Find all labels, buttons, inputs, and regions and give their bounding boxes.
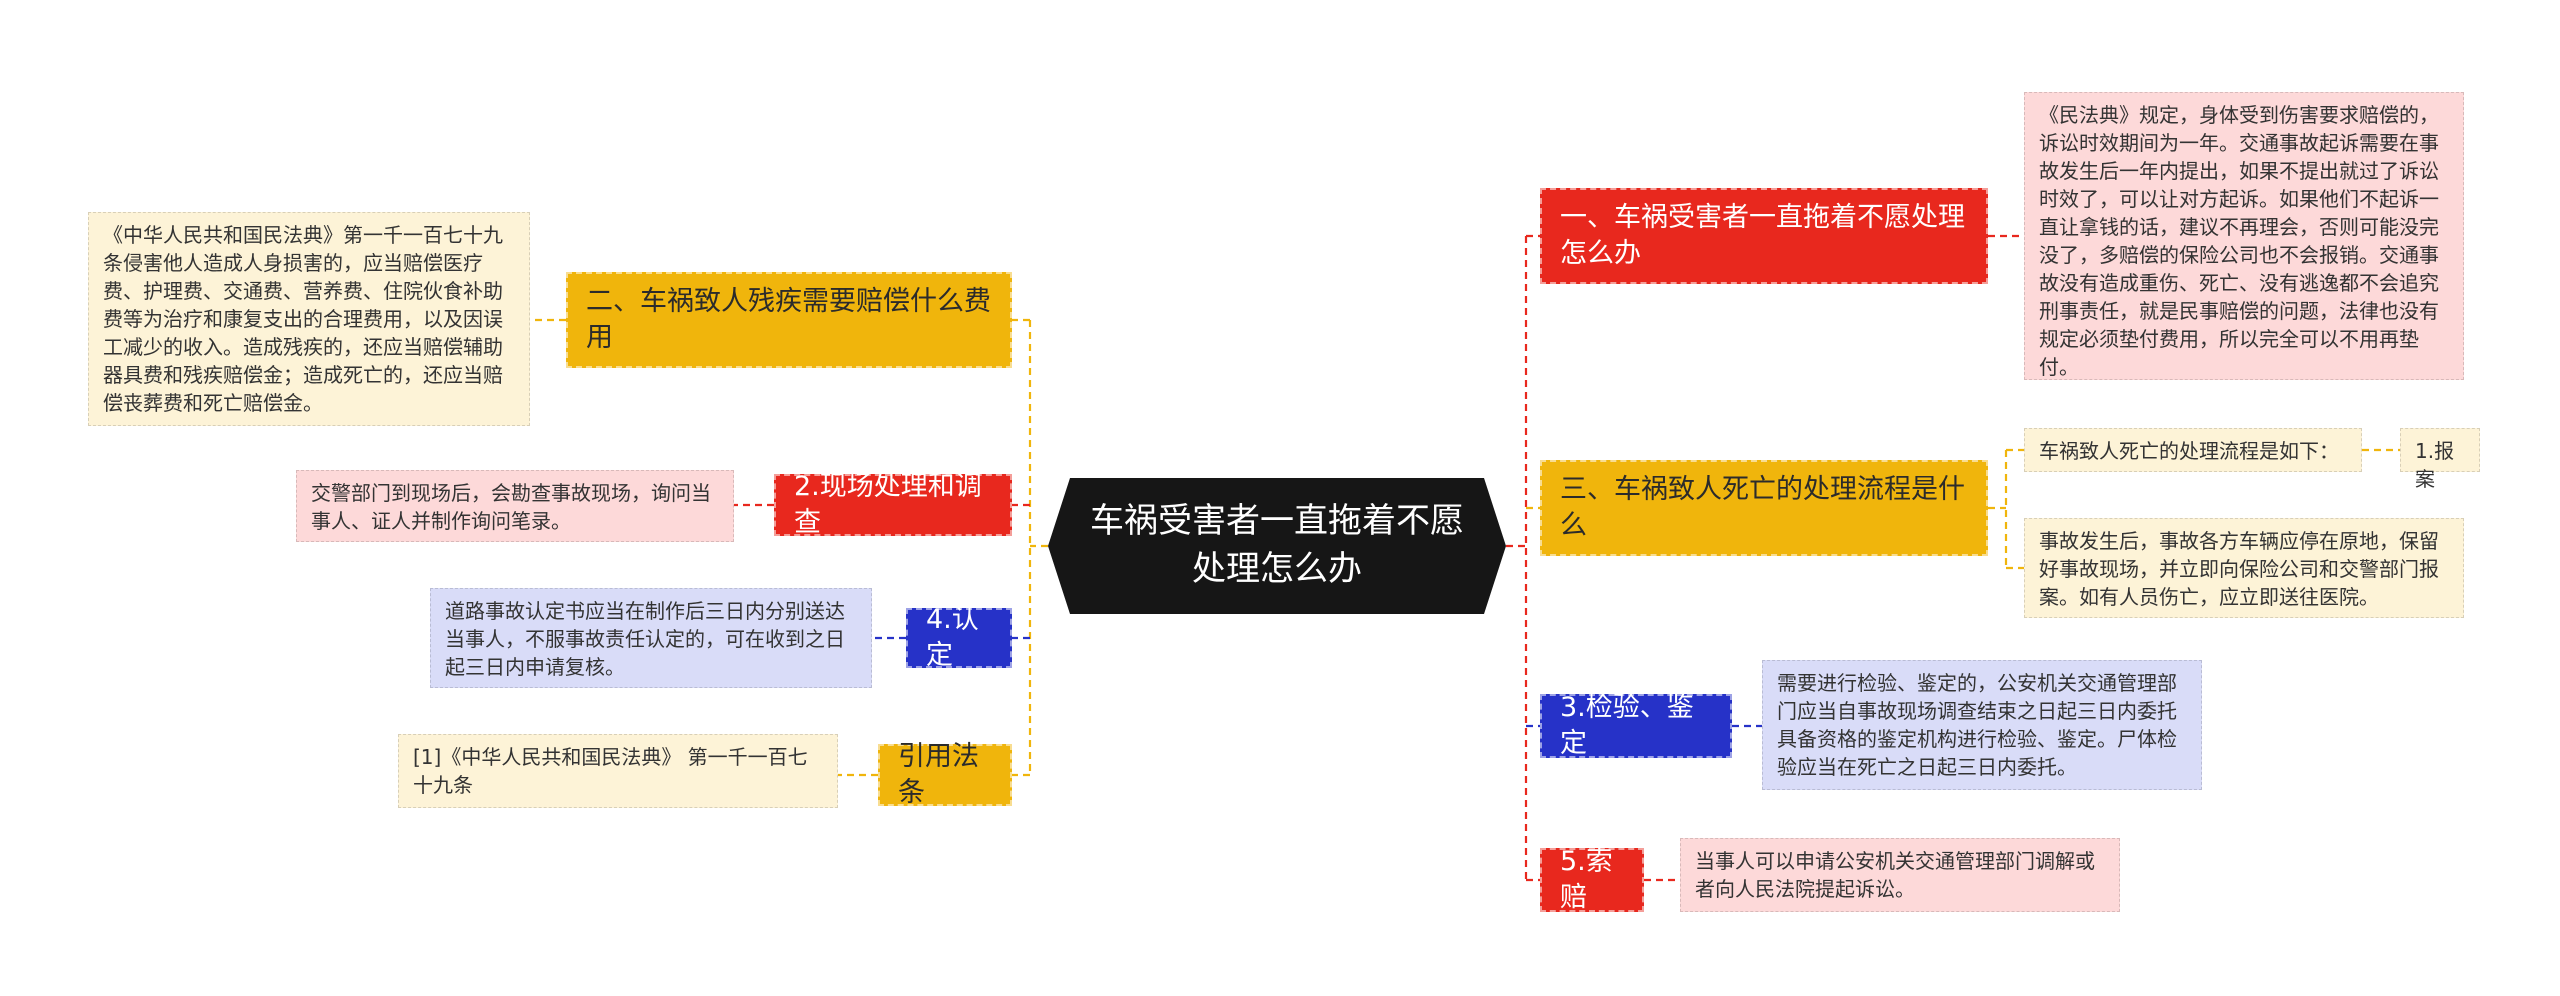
branch-inspection-appraisal[interactable]: 3.检验、鉴定: [1540, 692, 1732, 759]
note-text: 《民法典》规定，身体受到伤害要求赔偿的，诉讼时效期间为一年。交通事故起诉需要在事…: [2039, 103, 2439, 379]
central-topic[interactable]: 车祸受害者一直拖着不愿处理怎么办: [1048, 478, 1506, 614]
note-text: 事故发生后，事故各方车辆应停在原地，保留好事故现场，并立即向保险公司和交警部门报…: [2039, 529, 2439, 609]
branch-death-procedure[interactable]: 三、车祸致人死亡的处理流程是什么: [1540, 460, 1988, 556]
note-disability-compensation[interactable]: 《中华人民共和国民法典》第一千一百七十九条侵害他人造成人身损害的，应当赔偿医疗费…: [88, 212, 530, 426]
branch-victim-delay[interactable]: 一、车祸受害者一直拖着不愿处理怎么办: [1540, 188, 1988, 284]
note-text: 《中华人民共和国民法典》第一千一百七十九条侵害他人造成人身损害的，应当赔偿医疗费…: [103, 223, 503, 415]
note-inspection-appraisal[interactable]: 需要进行检验、鉴定的，公安机关交通管理部门应当自事故现场调查结束之日起三日内委托…: [1762, 660, 2202, 790]
branch-label: 引用法条: [898, 741, 979, 808]
branch-scene-investigation[interactable]: 2.现场处理和调查: [774, 471, 1012, 538]
note-cited-law[interactable]: [1]《中华人民共和国民法典》 第一千一百七十九条: [398, 734, 838, 808]
note-report-step[interactable]: 1.报案: [2400, 428, 2480, 491]
note-accident-scene[interactable]: 事故发生后，事故各方车辆应停在原地，保留好事故现场，并立即向保险公司和交警部门报…: [2024, 518, 2464, 618]
branch-label: 3.检验、鉴定: [1560, 692, 1694, 759]
branch-label: 5.索赔: [1560, 846, 1613, 913]
note-text: [1]《中华人民共和国民法典》 第一千一百七十九条: [413, 745, 808, 797]
branch-cited-law[interactable]: 引用法条: [878, 741, 1012, 808]
note-text: 当事人可以申请公安机关交通管理部门调解或者向人民法院提起诉讼。: [1695, 849, 2095, 901]
branch-label: 三、车祸致人死亡的处理流程是什么: [1560, 474, 1965, 541]
branch-label: 4.认定: [926, 604, 979, 671]
branch-disability-compensation[interactable]: 二、车祸致人残疾需要赔偿什么费用: [566, 272, 1012, 368]
note-text: 道路事故认定书应当在制作后三日内分别送达当事人，不服事故责任认定的，可在收到之日…: [445, 599, 845, 679]
note-scene-investigation[interactable]: 交警部门到现场后，会勘查事故现场，询问当事人、证人并制作询问笔录。: [296, 470, 734, 542]
central-topic-label: 车祸受害者一直拖着不愿处理怎么办: [1090, 501, 1464, 589]
note-text: 车祸致人死亡的处理流程是如下：: [2039, 439, 2339, 463]
branch-label: 2.现场处理和调查: [794, 471, 982, 538]
note-text: 1.报案: [2415, 439, 2455, 491]
branch-label: 二、车祸致人残疾需要赔偿什么费用: [586, 286, 991, 353]
branch-label: 一、车祸受害者一直拖着不愿处理怎么办: [1560, 202, 1965, 269]
note-victim-delay[interactable]: 《民法典》规定，身体受到伤害要求赔偿的，诉讼时效期间为一年。交通事故起诉需要在事…: [2024, 92, 2464, 380]
note-death-procedure-intro[interactable]: 车祸致人死亡的处理流程是如下：: [2024, 428, 2362, 472]
branch-determination[interactable]: 4.认定: [906, 604, 1012, 671]
note-text: 交警部门到现场后，会勘查事故现场，询问当事人、证人并制作询问笔录。: [311, 481, 711, 533]
note-claim[interactable]: 当事人可以申请公安机关交通管理部门调解或者向人民法院提起诉讼。: [1680, 838, 2120, 912]
branch-claim[interactable]: 5.索赔: [1540, 846, 1644, 913]
note-determination[interactable]: 道路事故认定书应当在制作后三日内分别送达当事人，不服事故责任认定的，可在收到之日…: [430, 588, 872, 688]
note-text: 需要进行检验、鉴定的，公安机关交通管理部门应当自事故现场调查结束之日起三日内委托…: [1777, 671, 2177, 779]
